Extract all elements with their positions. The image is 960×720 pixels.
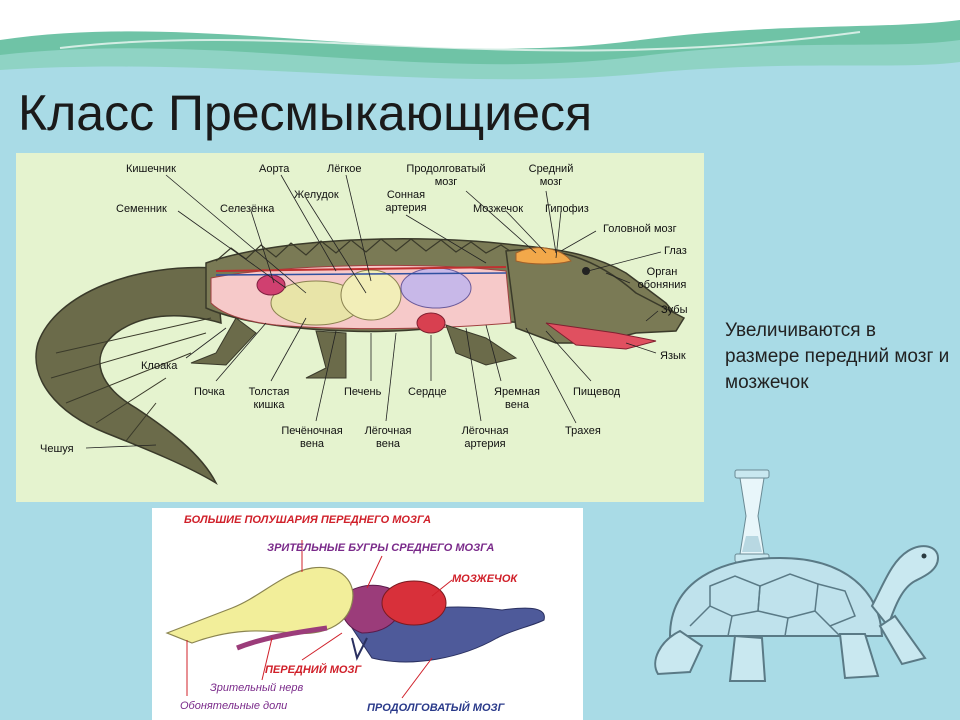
brain-label-optic-lobes: ЗРИТЕЛЬНЫЕ БУГРЫ СРЕДНЕГО МОЗГА: [267, 542, 495, 554]
label-sonnaya-arteriya: Сонная артерия: [385, 189, 427, 214]
brain-label-olfactory: Обонятельные доли: [180, 700, 288, 712]
brain-label-cerebellum: МОЗЖЕЧОК: [452, 573, 518, 585]
label-legochnaya-arteriya: Лёгочная артерия: [461, 425, 509, 450]
label-legochnaya-vena: Лёгочная вена: [364, 425, 412, 450]
wave-banner: [0, 0, 960, 96]
brain-label-optic-nerve: Зрительный нерв: [210, 682, 304, 694]
crocodile-anatomy-diagram: Кишечник Аорта Лёгкое Продолговатый мозг…: [16, 153, 704, 502]
label-kishechnik: Кишечник: [126, 163, 176, 175]
reptile-brain-diagram: БОЛЬШИЕ ПОЛУШАРИЯ ПЕРЕДНЕГО МОЗГА ЗРИТЕЛ…: [152, 508, 583, 720]
label-mozzhechok: Мозжечок: [473, 203, 524, 215]
label-sredny-mozg: Средний мозг: [528, 163, 574, 188]
label-golovnoy-mozg: Головной мозг: [603, 223, 677, 235]
label-legkoe: Лёгкое: [327, 163, 362, 175]
label-gipofiz: Гипофиз: [545, 203, 589, 215]
label-pishchevod: Пищевод: [573, 386, 621, 398]
crocodile-illustration: [35, 174, 686, 485]
label-organ-obonyaniya: Орган обоняния: [637, 266, 687, 291]
side-caption: Увеличиваются в размере передний мозг и …: [725, 320, 950, 393]
label-selezenka: Селезёнка: [220, 203, 275, 215]
label-zheludok: Желудок: [294, 189, 339, 201]
label-zuby: Зубы: [661, 304, 688, 316]
brain-label-medulla: ПРОДОЛГОВАТЫЙ МОЗГ: [367, 702, 505, 714]
label-pechen: Печень: [344, 386, 382, 398]
label-prodolgovaty-mozg: Продолговатый мозг: [406, 163, 486, 188]
tortoise-with-hourglass: [654, 469, 940, 682]
label-tolstaya-kishka: Толстая кишка: [248, 386, 290, 411]
brain-label-hemispheres: БОЛЬШИЕ ПОЛУШАРИЯ ПЕРЕДНЕГО МОЗГА: [184, 514, 432, 526]
hourglass-icon: [734, 469, 770, 563]
label-cheshuya: Чешуя: [40, 443, 74, 455]
label-semennik: Семенник: [116, 203, 167, 215]
slide-title: Класс Пресмыкающиеся: [18, 85, 593, 141]
label-traheya: Трахея: [565, 425, 601, 437]
label-aorta: Аорта: [259, 163, 290, 175]
label-pechenochnaya-vena: Печёночная вена: [281, 425, 343, 450]
label-kloaka: Клоака: [141, 360, 178, 372]
brain-label-forebrain: ПЕРЕДНИЙ МОЗГ: [265, 664, 362, 676]
label-yazyk: Язык: [660, 350, 686, 362]
label-yaremnaya-vena: Яремная вена: [494, 386, 540, 411]
label-serdce: Сердце: [408, 386, 447, 398]
label-glaz: Глаз: [664, 245, 687, 257]
brain-illustration: [165, 540, 545, 699]
label-pochka: Почка: [194, 386, 225, 398]
